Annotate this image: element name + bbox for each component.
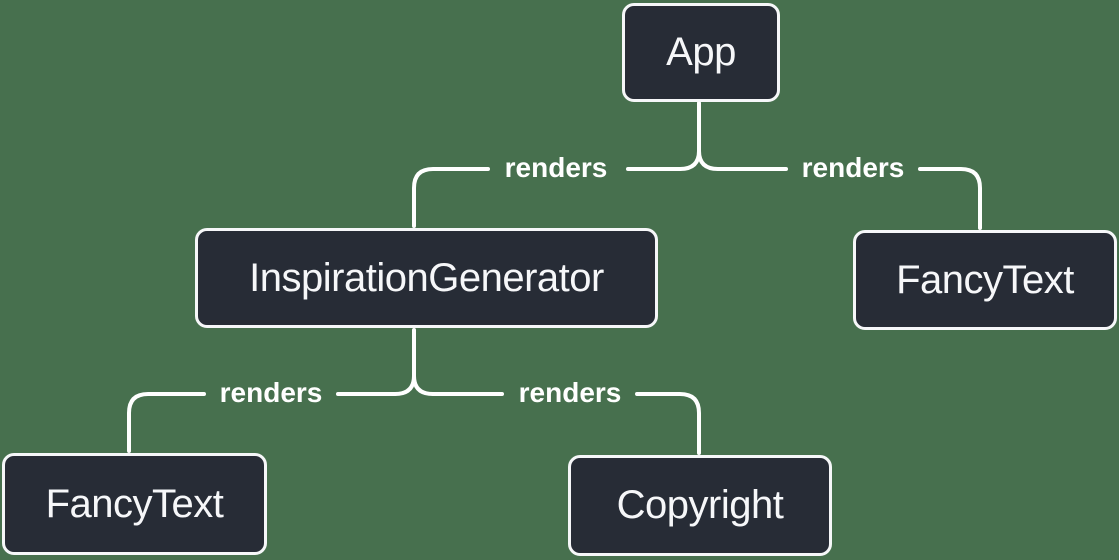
node-app: App	[622, 3, 780, 102]
node-inspiration-generator: InspirationGenerator	[195, 228, 658, 328]
connector-app-fan-right	[697, 149, 720, 171]
edge-label-app-inspiration: renders	[504, 152, 608, 183]
connector-app-fancytext-b	[918, 167, 982, 230]
connector-app-fan-left	[678, 149, 701, 171]
connector-app-inspiration-b	[412, 167, 490, 228]
edge-label-inspiration-fancytext: renders	[219, 377, 323, 408]
connector-inspiration-fan-left	[393, 374, 416, 396]
node-copyright: Copyright	[568, 455, 832, 556]
node-fancytext-bottom: FancyText	[2, 453, 267, 555]
connector-inspiration-fancytext-b	[127, 392, 206, 453]
connector-inspiration-copyright-b	[635, 392, 701, 455]
connector-inspiration-fan-right	[412, 374, 435, 396]
edge-label-app-fancytext: renders	[801, 152, 905, 183]
edge-label-inspiration-copyright: renders	[518, 377, 622, 408]
node-fancytext-top: FancyText	[853, 230, 1117, 330]
